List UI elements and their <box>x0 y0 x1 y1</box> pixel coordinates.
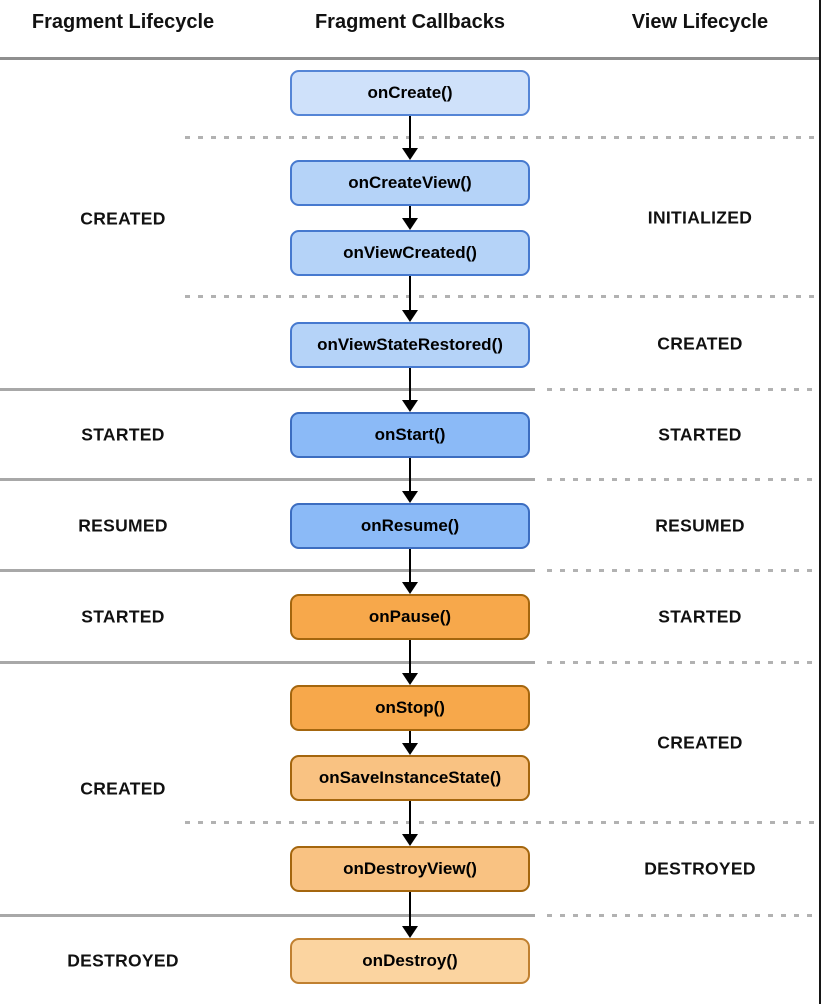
arrow-onviewstaterestored-to-onstart <box>409 368 411 402</box>
callback-box-onviewcreated: onViewCreated() <box>290 230 530 276</box>
callback-box-oncreateview: onCreateView() <box>290 160 530 206</box>
callback-box-onstart: onStart() <box>290 412 530 458</box>
separator-dashed-line <box>547 569 818 572</box>
separator-solid-line <box>0 661 535 664</box>
arrow-onstart-to-onresume <box>409 458 411 493</box>
separator-solid-line <box>0 478 535 481</box>
callback-box-onpause: onPause() <box>290 594 530 640</box>
separator-dashed-line <box>185 821 818 824</box>
callback-box-onstop: onStop() <box>290 685 530 731</box>
view-state-started-2: STARTED <box>658 606 742 627</box>
arrow-onpause-to-onstop <box>409 640 411 675</box>
column-header-fragment-callbacks: Fragment Callbacks <box>314 11 506 33</box>
callback-box-ondestroy: onDestroy() <box>290 938 530 984</box>
view-state-destroyed: DESTROYED <box>644 858 756 879</box>
separator-dashed-line <box>547 661 818 664</box>
column-header-fragment-lifecycle: Fragment Lifecycle <box>31 11 215 33</box>
callback-box-oncreate: onCreate() <box>290 70 530 116</box>
arrow-oncreateview-to-onviewcreated <box>409 206 411 220</box>
column-header-view-lifecycle: View Lifecycle <box>631 11 769 33</box>
arrow-ondestroyview-to-ondestroy <box>409 892 411 928</box>
arrow-head-icon <box>402 491 418 503</box>
arrow-head-icon <box>402 148 418 160</box>
separator-dashed-line <box>185 136 818 139</box>
arrow-onsaveinstancestate-to-ondestroyview <box>409 801 411 836</box>
arrow-onstop-to-onsaveinstancestate <box>409 731 411 745</box>
arrow-head-icon <box>402 926 418 938</box>
separator-solid-line <box>0 388 535 391</box>
fragment-state-created-1: CREATED <box>80 208 166 229</box>
fragment-state-started-2: STARTED <box>81 606 165 627</box>
fragment-state-destroyed: DESTROYED <box>67 950 179 971</box>
view-state-initialized: INITIALIZED <box>647 207 753 228</box>
header-divider-line <box>0 57 821 60</box>
separator-solid-line <box>0 914 535 917</box>
arrow-head-icon <box>402 834 418 846</box>
callback-box-onresume: onResume() <box>290 503 530 549</box>
fragment-state-created-2: CREATED <box>80 778 166 799</box>
view-state-created-2: CREATED <box>657 732 743 753</box>
view-state-created-1: CREATED <box>657 333 743 354</box>
separator-solid-line <box>0 569 535 572</box>
arrow-head-icon <box>402 218 418 230</box>
arrow-head-icon <box>402 743 418 755</box>
arrow-onviewcreated-to-onviewstaterestored <box>409 276 411 312</box>
arrow-head-icon <box>402 310 418 322</box>
callback-box-ondestroyview: onDestroyView() <box>290 846 530 892</box>
separator-dashed-line <box>547 914 818 917</box>
callback-box-onsaveinstancestate: onSaveInstanceState() <box>290 755 530 801</box>
view-state-started-1: STARTED <box>658 424 742 445</box>
arrow-onresume-to-onpause <box>409 549 411 584</box>
arrow-head-icon <box>402 400 418 412</box>
view-state-resumed: RESUMED <box>655 515 745 536</box>
separator-dashed-line <box>185 295 818 298</box>
separator-dashed-line <box>547 478 818 481</box>
fragment-state-resumed: RESUMED <box>78 515 168 536</box>
separator-dashed-line <box>547 388 818 391</box>
page-right-edge-line <box>819 0 821 1004</box>
arrow-oncreate-to-oncreateview <box>409 116 411 150</box>
fragment-state-started-1: STARTED <box>81 424 165 445</box>
arrow-head-icon <box>402 582 418 594</box>
callback-box-onviewstaterestored: onViewStateRestored() <box>290 322 530 368</box>
arrow-head-icon <box>402 673 418 685</box>
